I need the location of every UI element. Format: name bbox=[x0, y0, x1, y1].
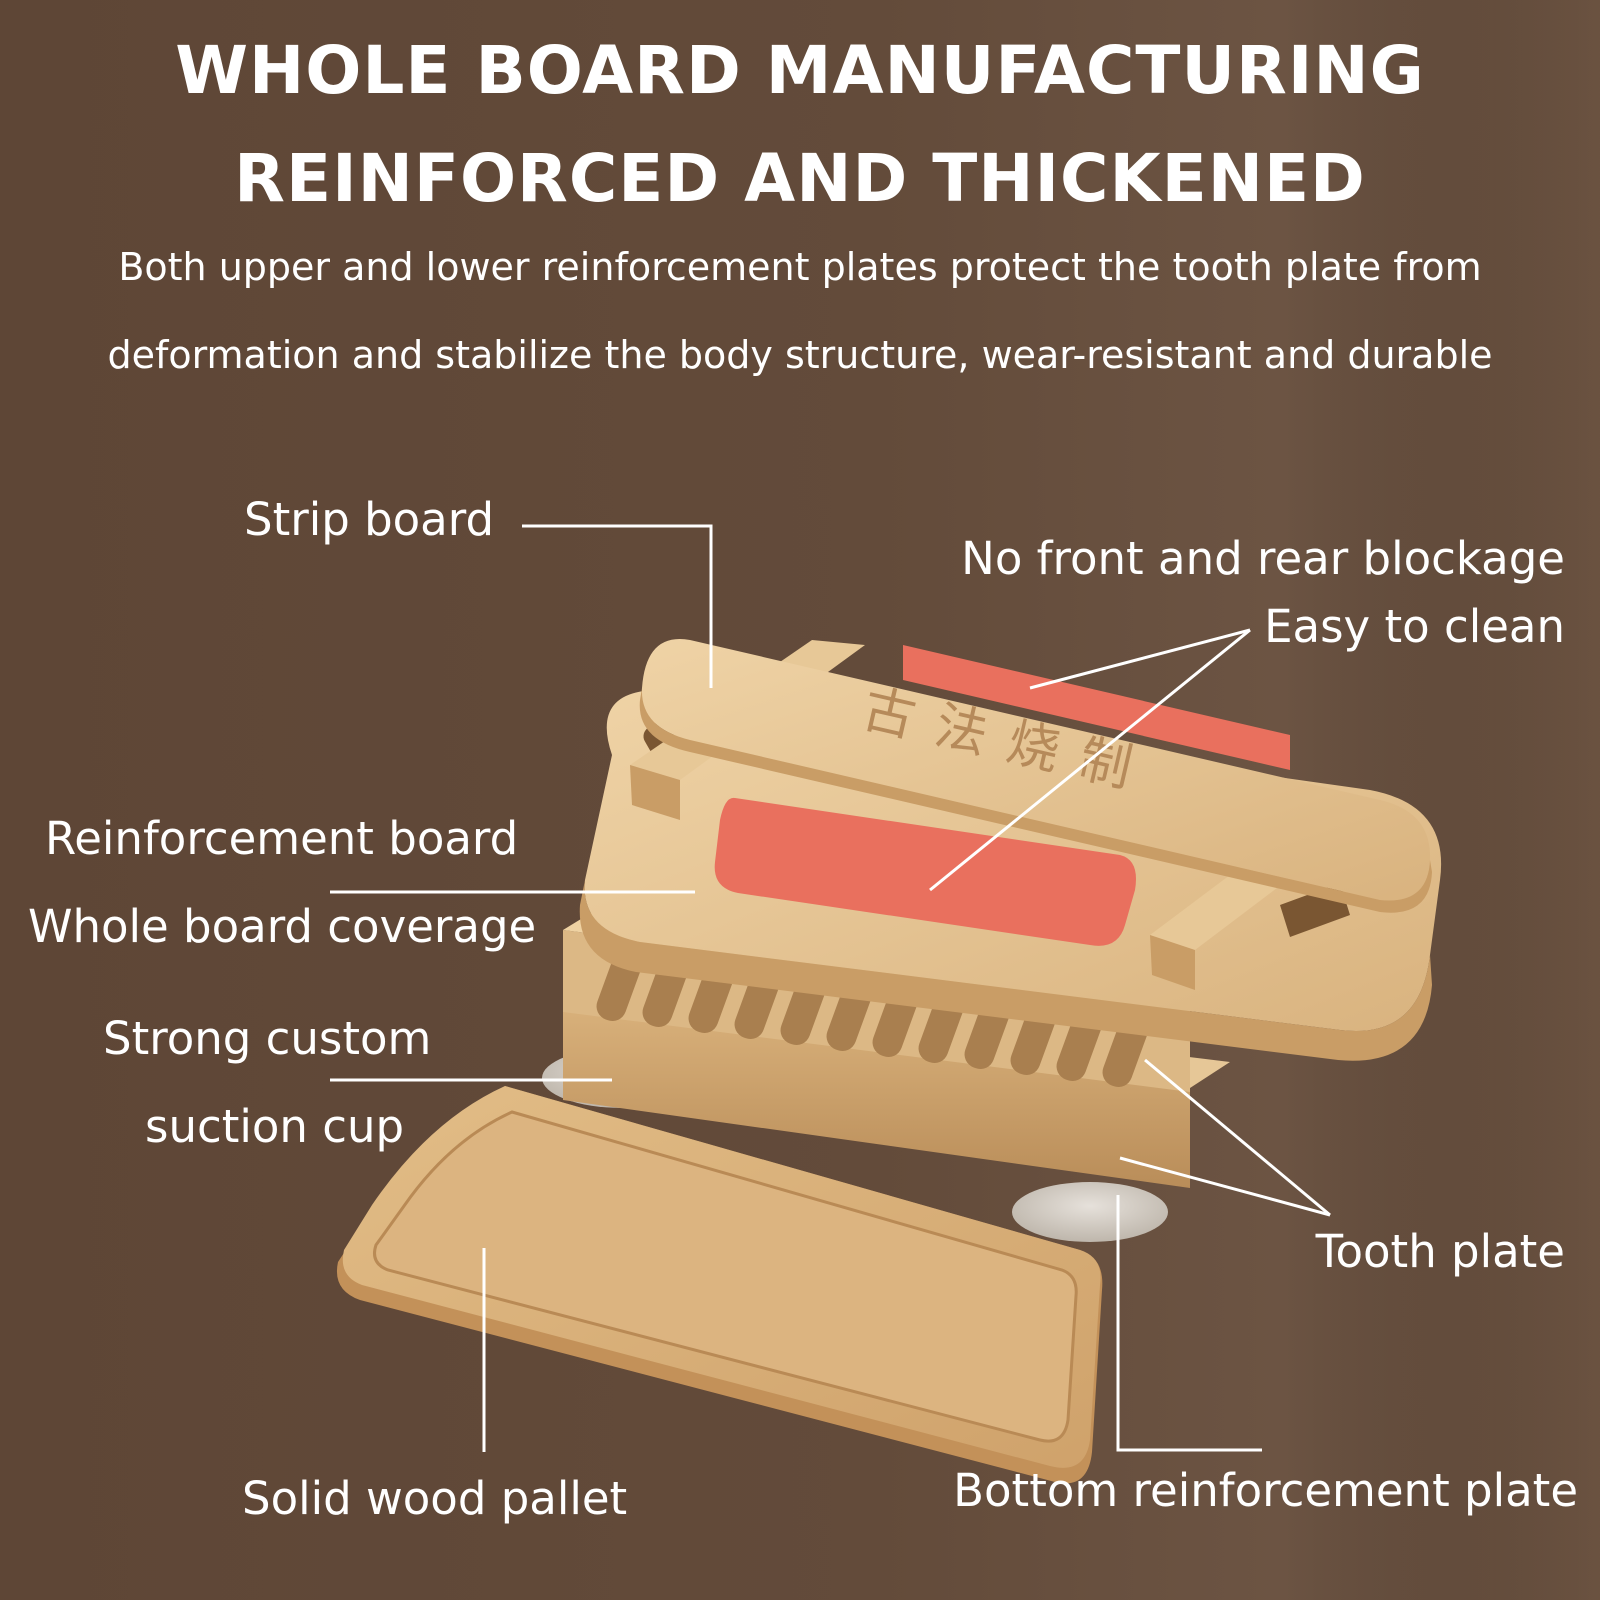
callout-reinforcement-board: Reinforcement board bbox=[45, 812, 519, 865]
solid-wood-pallet bbox=[336, 1086, 1103, 1484]
red-strip-front bbox=[714, 797, 1136, 946]
description-line-1: Both upper and lower reinforcement plate… bbox=[118, 245, 1482, 289]
callout-pallet: Solid wood pallet bbox=[242, 1472, 628, 1525]
headline-line-1: WHOLE BOARD MANUFACTURING bbox=[175, 32, 1425, 109]
description-line-2: deformation and stabilize the body struc… bbox=[107, 333, 1493, 377]
callout-whole-coverage: Whole board coverage bbox=[28, 900, 537, 953]
headline-line-2: REINFORCED AND THICKENED bbox=[234, 140, 1366, 217]
callout-suction-line-2: suction cup bbox=[145, 1100, 405, 1153]
bottom-reinforcement-plate bbox=[563, 1010, 1190, 1188]
suction-cup-right bbox=[1012, 1182, 1168, 1242]
callout-no-blockage: No front and rear blockage bbox=[961, 532, 1565, 585]
callout-easy-clean: Easy to clean bbox=[1264, 600, 1565, 653]
red-strip-rear bbox=[903, 645, 1290, 770]
leader-lines bbox=[330, 524, 1331, 1452]
callout-tooth-plate: Tooth plate bbox=[1315, 1225, 1565, 1278]
callout-suction-line-1: Strong custom bbox=[103, 1012, 432, 1065]
callout-bottom-plate: Bottom reinforcement plate bbox=[953, 1464, 1578, 1517]
callout-strip-board: Strip board bbox=[244, 493, 495, 546]
